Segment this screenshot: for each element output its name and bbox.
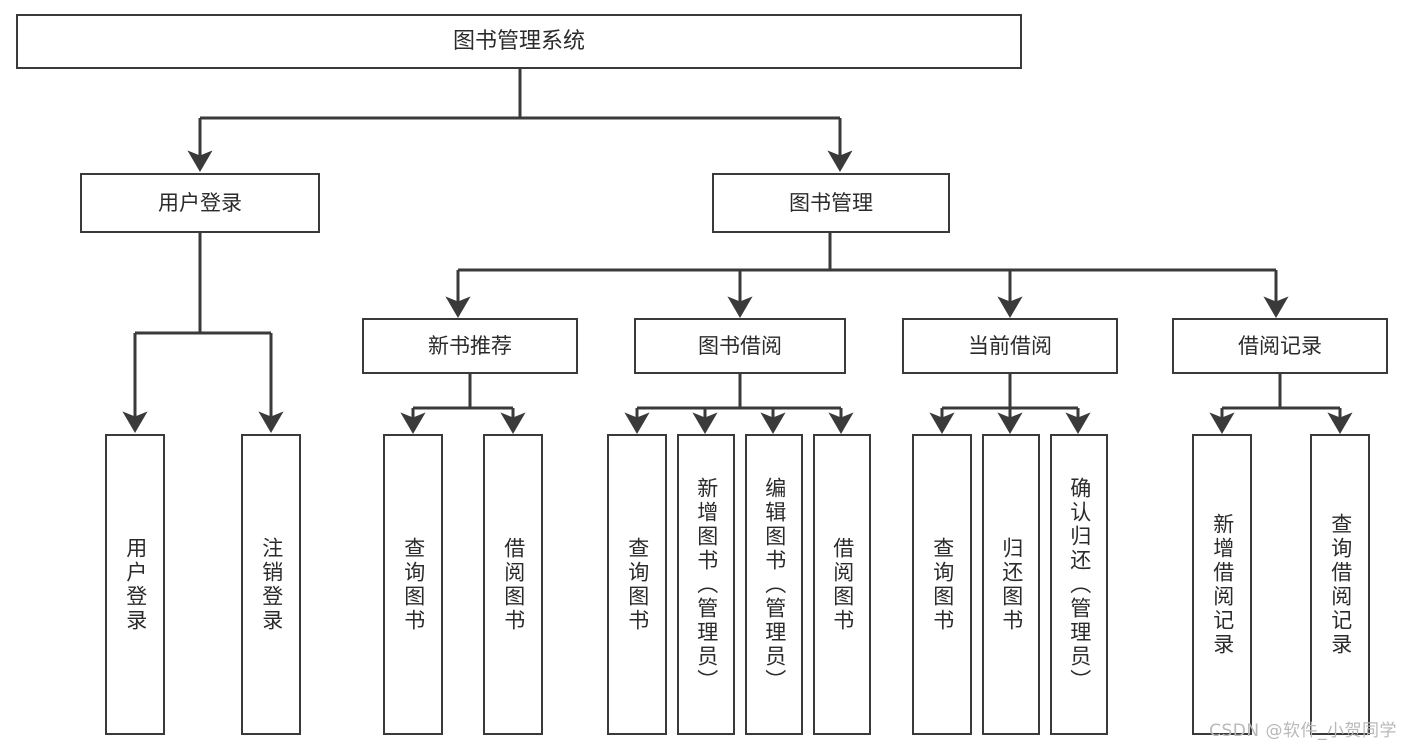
leaf-user-login[interactable]: 用户登录: [105, 434, 165, 735]
node-label: 借阅记录: [1238, 333, 1322, 358]
node-label: 查询图书: [930, 536, 955, 633]
node-label: 用户登录: [123, 536, 148, 633]
node-label: 归还图书: [999, 536, 1024, 633]
node-label: 图书管理系统: [452, 28, 585, 54]
node-label: 查询图书: [401, 536, 426, 633]
node-label: 编辑图书（管理员）: [762, 476, 787, 693]
node-label: 新增借阅记录: [1210, 512, 1235, 657]
node-current-borrow[interactable]: 当前借阅: [902, 318, 1118, 374]
leaf-record-query[interactable]: 查询借阅记录: [1310, 434, 1370, 735]
node-borrow-record[interactable]: 借阅记录: [1172, 318, 1388, 374]
node-label: 图书借阅: [698, 333, 782, 358]
node-user-login[interactable]: 用户登录: [80, 173, 320, 233]
node-new-book-recommend[interactable]: 新书推荐: [362, 318, 578, 374]
leaf-borrow-add-book[interactable]: 新增图书（管理员）: [677, 434, 735, 735]
leaf-record-add[interactable]: 新增借阅记录: [1192, 434, 1252, 735]
node-book-borrow[interactable]: 图书借阅: [634, 318, 846, 374]
node-label: 图书管理: [789, 190, 873, 215]
leaf-user-logout[interactable]: 注销登录: [241, 434, 301, 735]
node-book-management[interactable]: 图书管理: [712, 173, 950, 233]
leaf-current-return-book[interactable]: 归还图书: [982, 434, 1040, 735]
leaf-recommend-query-book[interactable]: 查询图书: [383, 434, 443, 735]
leaf-borrow-edit-book[interactable]: 编辑图书（管理员）: [745, 434, 803, 735]
node-label: 用户登录: [158, 190, 242, 215]
node-label: 借阅图书: [501, 536, 526, 633]
node-root-system[interactable]: 图书管理系统: [16, 14, 1022, 69]
node-label: 新增图书（管理员）: [694, 476, 719, 693]
node-label: 查询借阅记录: [1328, 512, 1353, 657]
node-label: 借阅图书: [830, 536, 855, 633]
node-label: 新书推荐: [428, 333, 512, 358]
node-label: 当前借阅: [968, 333, 1052, 358]
leaf-borrow-borrow-book[interactable]: 借阅图书: [813, 434, 871, 735]
node-label: 确认归还（管理员）: [1067, 476, 1092, 693]
csdn-watermark: CSDN @软件_小贺同学: [1209, 721, 1397, 741]
leaf-borrow-query-book[interactable]: 查询图书: [607, 434, 667, 735]
leaf-current-confirm-return[interactable]: 确认归还（管理员）: [1050, 434, 1108, 735]
node-label: 查询图书: [625, 536, 650, 633]
node-label: 注销登录: [259, 536, 284, 633]
leaf-recommend-borrow-book[interactable]: 借阅图书: [483, 434, 543, 735]
leaf-current-query-book[interactable]: 查询图书: [912, 434, 972, 735]
